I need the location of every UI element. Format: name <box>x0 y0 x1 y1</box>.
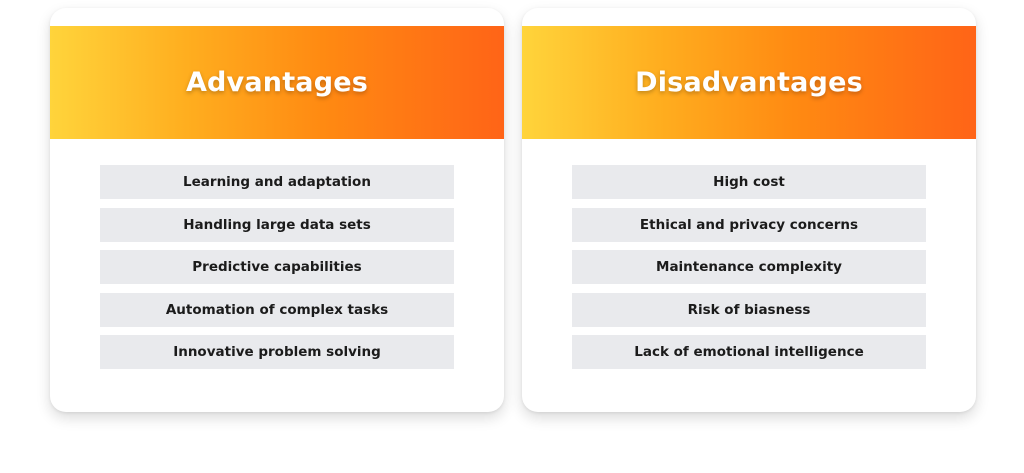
disadvantage-item: Lack of emotional intelligence <box>572 335 926 369</box>
disadvantages-title: Disadvantages <box>635 67 863 98</box>
disadvantages-card: Disadvantages High cost Ethical and priv… <box>522 8 976 412</box>
advantages-header: Advantages <box>50 26 504 139</box>
advantage-item: Innovative problem solving <box>100 335 454 369</box>
disadvantage-item: Risk of biasness <box>572 292 926 327</box>
disadvantages-list: High cost Ethical and privacy concerns M… <box>572 165 926 378</box>
advantages-card: Advantages Learning and adaptation Handl… <box>50 8 504 412</box>
advantages-list: Learning and adaptation Handling large d… <box>100 165 454 378</box>
advantage-item: Handling large data sets <box>100 207 454 242</box>
advantage-item: Learning and adaptation <box>100 165 454 199</box>
advantages-title: Advantages <box>185 67 369 98</box>
disadvantages-header: Disadvantages <box>522 26 976 139</box>
advantage-item: Predictive capabilities <box>100 250 454 284</box>
disadvantage-item: Ethical and privacy concerns <box>572 207 926 242</box>
disadvantage-item: High cost <box>572 165 926 199</box>
disadvantage-item: Maintenance complexity <box>572 250 926 284</box>
advantage-item: Automation of complex tasks <box>100 292 454 327</box>
